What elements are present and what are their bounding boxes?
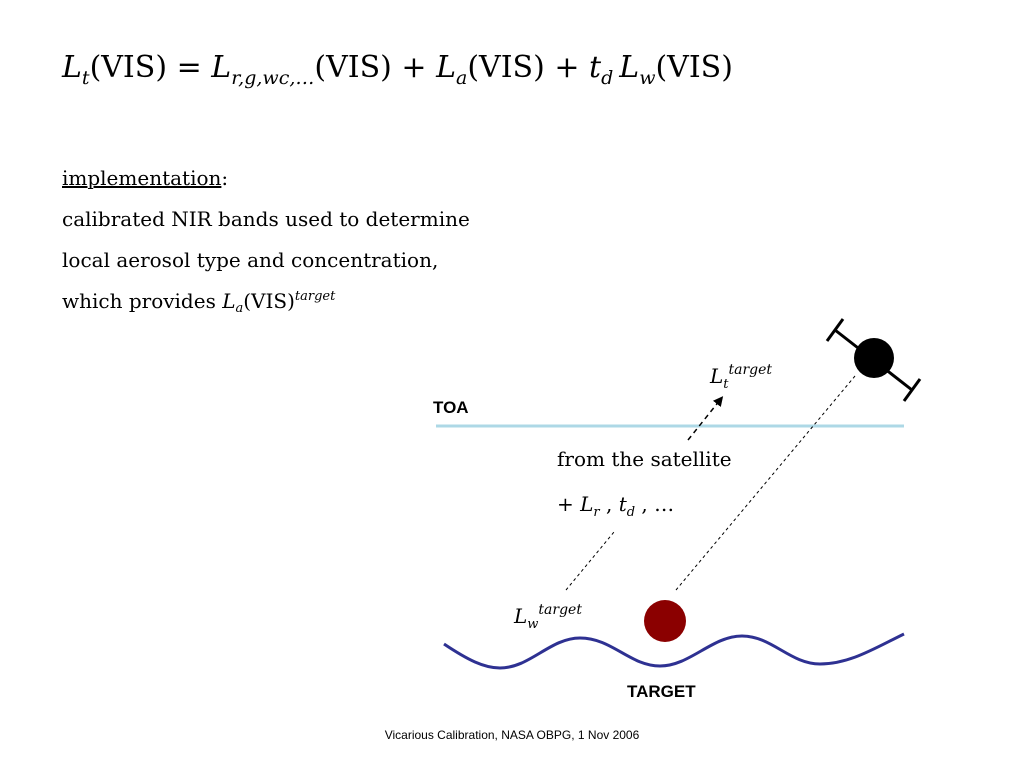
implementation-line-2: local aerosol type and concentration, bbox=[62, 248, 439, 272]
ellipsis-tail: , … bbox=[635, 492, 675, 516]
eq-lw-symbol: L bbox=[619, 50, 640, 85]
eq-lt-symbol: L bbox=[62, 50, 82, 85]
implementation-vis: (VIS) bbox=[243, 289, 295, 313]
td-sub: d bbox=[626, 505, 636, 520]
atmospheric-terms-text: + Lr , td , … bbox=[557, 492, 674, 520]
comma-1: , bbox=[599, 492, 619, 516]
eq-plus-1: + bbox=[391, 50, 437, 85]
target-label: TARGET bbox=[627, 682, 696, 701]
implementation-heading: implementation bbox=[62, 166, 222, 190]
eq-vis-3: (VIS) bbox=[467, 50, 545, 85]
lw-symbol: L bbox=[514, 604, 528, 628]
eq-lr-sub: r,g,wc,… bbox=[231, 67, 315, 89]
lt-sub: t bbox=[723, 377, 729, 392]
eq-vis-1: (VIS) bbox=[89, 50, 168, 85]
eq-equals: = bbox=[167, 50, 212, 85]
satellite-line-of-sight bbox=[675, 375, 856, 591]
implementation-colon: : bbox=[221, 166, 229, 190]
td-symbol: t bbox=[618, 492, 627, 516]
from-satellite-text: from the satellite bbox=[557, 447, 732, 471]
implementation-la-sub: a bbox=[235, 301, 244, 316]
lw-target-label: Lwtarget bbox=[514, 602, 582, 632]
lw-sup: target bbox=[538, 602, 582, 618]
water-leaving-path bbox=[565, 531, 615, 591]
implementation-line-3: which provides La(VIS)target bbox=[62, 289, 335, 316]
footer-citation: Vicarious Calibration, NASA OBPG, 1 Nov … bbox=[384, 728, 640, 742]
implementation-line-3-prefix: which provides bbox=[62, 289, 223, 313]
toa-radiance-arrow bbox=[687, 396, 724, 441]
plus-prefix: + bbox=[557, 492, 581, 516]
lt-target-label: Lttarget bbox=[710, 362, 772, 392]
implementation-la-symbol: L bbox=[222, 289, 236, 313]
eq-vis-4: (VIS) bbox=[655, 50, 733, 85]
implementation-heading-line: implementation: bbox=[62, 166, 228, 190]
eq-la-symbol: L bbox=[436, 50, 456, 85]
eq-lt-sub: t bbox=[81, 67, 90, 89]
lt-sup: target bbox=[728, 362, 773, 378]
eq-vis-2: (VIS) bbox=[314, 50, 392, 85]
implementation-line-1: calibrated NIR bands used to determine bbox=[62, 207, 470, 231]
satellite-icon bbox=[825, 318, 922, 402]
eq-plus-2: + bbox=[544, 50, 590, 85]
lr-symbol: L bbox=[580, 492, 594, 516]
lr-sub: r bbox=[593, 505, 600, 520]
target-dot bbox=[644, 600, 686, 642]
eq-td-sub: d bbox=[601, 67, 614, 89]
eq-la-sub: a bbox=[456, 67, 468, 89]
water-surface-wave bbox=[443, 632, 905, 670]
eq-lr-symbol: L bbox=[211, 50, 232, 85]
lw-sub: w bbox=[527, 617, 539, 632]
lt-symbol: L bbox=[710, 364, 724, 388]
eq-lw-sub: w bbox=[639, 67, 656, 89]
toa-label: TOA bbox=[433, 398, 469, 417]
eq-td-symbol: t bbox=[589, 50, 602, 85]
implementation-target-sup: target bbox=[294, 289, 336, 304]
